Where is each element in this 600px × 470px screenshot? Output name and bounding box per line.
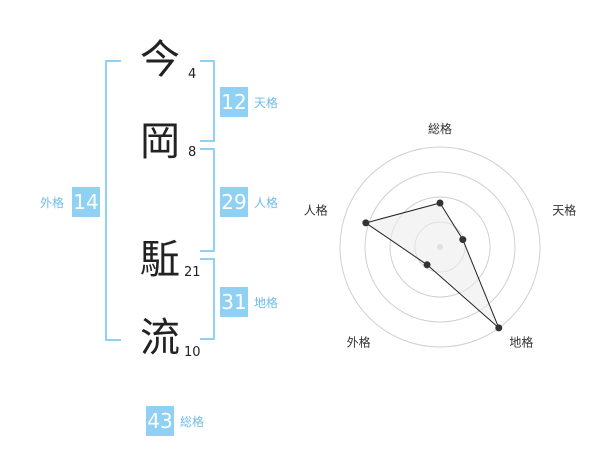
- radar-point-4: [362, 219, 370, 227]
- radar-ring-4: [339, 146, 541, 348]
- name-char-4: 流: [140, 315, 180, 361]
- radar-point-0: [436, 199, 444, 207]
- jinkaku-label: 人格: [254, 196, 279, 210]
- soukaku-label: 総格: [180, 415, 205, 429]
- name-char-1: 今: [140, 37, 180, 83]
- stroke-count-2: 8: [188, 145, 197, 160]
- name-char-3: 駈: [140, 237, 180, 283]
- radar-axis-label-1: 天格: [552, 203, 576, 218]
- gaikaku-label: 外格: [40, 196, 65, 210]
- tenkaku-label: 天格: [254, 96, 279, 110]
- radar-point-3: [423, 261, 431, 269]
- jinkaku-value: 29: [220, 187, 248, 217]
- stroke-count-3: 21: [184, 265, 201, 280]
- radar-axis-label-4: 人格: [304, 203, 328, 218]
- radar-ring-2: [389, 196, 491, 298]
- jinkaku-bracket: [200, 148, 215, 252]
- stroke-count-1: 4: [188, 67, 197, 82]
- name-char-2: 岡: [140, 119, 180, 165]
- gaikaku-value: 14: [72, 187, 100, 217]
- radar-axis-label-0: 総格: [428, 121, 452, 136]
- tenkaku-value: 12: [220, 87, 248, 117]
- radar-ring-3: [364, 171, 516, 323]
- stroke-count-4: 10: [184, 345, 201, 360]
- tenkaku-bracket: [200, 60, 215, 142]
- gaikaku-bracket: [105, 60, 121, 341]
- radar-axis-label-3: 外格: [347, 335, 371, 350]
- chikaku-label: 地格: [254, 296, 279, 310]
- radar-point-1: [459, 236, 467, 244]
- chikaku-bracket: [200, 258, 215, 340]
- radar-point-2: [495, 324, 503, 332]
- chikaku-value: 31: [220, 287, 248, 317]
- radar-axis-label-2: 地格: [509, 335, 533, 350]
- soukaku-value: 43: [146, 406, 174, 436]
- radar-series-polygon: [364, 202, 500, 329]
